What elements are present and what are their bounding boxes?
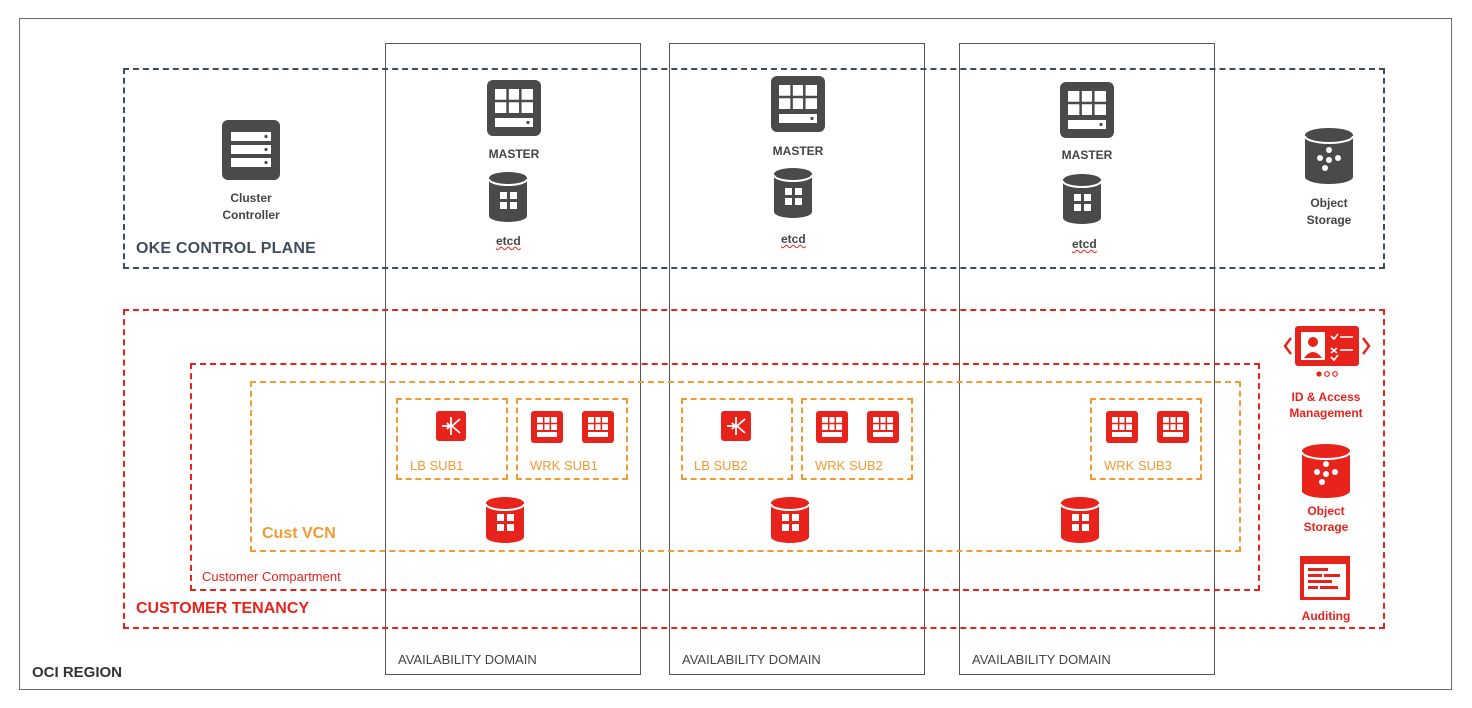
server-rack-icon xyxy=(222,120,280,180)
control-plane-object-storage-label: Object Storage xyxy=(1306,196,1352,227)
wrk-sub1-box xyxy=(516,398,628,480)
cust-vcn-label: Cust VCN xyxy=(262,525,336,542)
oci-region-boundary xyxy=(19,18,1452,690)
customer-compartment-boundary xyxy=(190,363,1260,591)
wrk-sub3-box xyxy=(1090,398,1202,480)
worker-node-icon xyxy=(1106,411,1138,443)
etcd-database-icon xyxy=(1062,174,1102,224)
worker-node-icon xyxy=(531,411,563,443)
wrk-sub3-label: WRK SUB3 xyxy=(1104,458,1172,473)
availability-domain-1 xyxy=(385,43,641,675)
master-node-icon xyxy=(1060,82,1114,138)
lb-sub1-box xyxy=(396,398,508,480)
worker-node-icon xyxy=(582,411,614,443)
customer-tenancy-label: CUSTOMER TENANCY xyxy=(136,600,310,617)
load-balancer-icon xyxy=(721,411,751,441)
master-label-3: MASTER xyxy=(1061,148,1113,162)
wrk-sub2-label: WRK SUB2 xyxy=(815,458,883,473)
etcd-label-3: etcd xyxy=(1072,237,1097,251)
etcd-database-icon xyxy=(773,168,813,218)
cust-vcn-boundary xyxy=(250,381,1241,552)
worker-node-icon xyxy=(867,411,899,443)
load-balancer-icon xyxy=(436,411,466,441)
availability-domain-label-2: AVAILABILITY DOMAIN xyxy=(682,652,821,667)
wrk-sub2-box xyxy=(801,398,913,480)
master-node-icon xyxy=(771,76,825,132)
auditing-label: Auditing xyxy=(1301,609,1351,623)
cluster-controller-label: Cluster Controller xyxy=(222,191,280,222)
master-label-1: MASTER xyxy=(488,147,540,161)
oci-region-label: OCI REGION xyxy=(32,664,123,681)
lb-sub2-label: LB SUB2 xyxy=(694,458,748,473)
auditing-icon xyxy=(1300,556,1350,600)
database-icon xyxy=(1060,497,1100,543)
identity-access-icon xyxy=(1283,326,1371,377)
etcd-database-icon xyxy=(488,172,528,222)
database-icon xyxy=(485,497,525,543)
object-storage-icon xyxy=(1301,444,1351,498)
wrk-sub1-label: WRK SUB1 xyxy=(530,458,598,473)
object-storage-icon xyxy=(1304,128,1354,184)
availability-domain-label-1: AVAILABILITY DOMAIN xyxy=(398,652,537,667)
oke-control-plane-label: OKE CONTROL PLANE xyxy=(136,240,317,257)
master-node-icon xyxy=(487,80,541,136)
oke-control-plane-boundary xyxy=(123,68,1385,269)
availability-domain-label-3: AVAILABILITY DOMAIN xyxy=(972,652,1111,667)
tenancy-object-storage-label: Object Storage xyxy=(1303,504,1349,534)
iam-label: ID & Access Management xyxy=(1289,390,1363,420)
worker-node-icon xyxy=(816,411,848,443)
master-label-2: MASTER xyxy=(772,144,824,158)
worker-node-icon xyxy=(1157,411,1189,443)
lb-sub1-label: LB SUB1 xyxy=(410,458,464,473)
availability-domain-3 xyxy=(959,43,1215,675)
customer-compartment-label: Customer Compartment xyxy=(202,569,341,584)
database-icon xyxy=(770,497,810,543)
lb-sub2-box xyxy=(681,398,793,480)
etcd-label-2: etcd xyxy=(781,232,806,246)
etcd-label-1: etcd xyxy=(496,234,521,248)
customer-tenancy-boundary xyxy=(123,309,1385,629)
availability-domain-2 xyxy=(669,43,925,675)
